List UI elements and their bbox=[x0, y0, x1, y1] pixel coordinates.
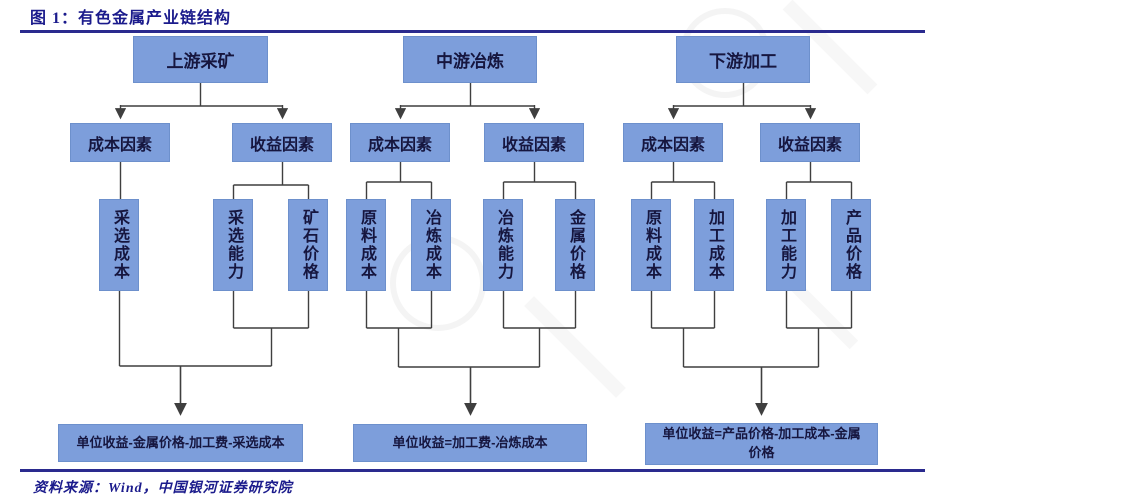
node-cost-factors-upstream: 成本因素 bbox=[70, 123, 170, 162]
node-label: 加工能力 bbox=[778, 209, 795, 281]
item-raw-material-cost-downstream: 原料成本 bbox=[631, 199, 671, 291]
item-smelting-cost: 冶炼成本 bbox=[411, 199, 451, 291]
node-midstream-smelting: 中游冶炼 bbox=[403, 36, 537, 83]
item-smelting-capacity: 冶炼能力 bbox=[483, 199, 523, 291]
node-revenue-factors-downstream: 收益因素 bbox=[760, 123, 860, 162]
top-divider bbox=[20, 30, 925, 33]
item-metal-price: 金属价格 bbox=[555, 199, 595, 291]
item-processing-cost: 加工成本 bbox=[694, 199, 734, 291]
node-label: 下游加工 bbox=[709, 52, 777, 71]
node-label: 收益因素 bbox=[501, 136, 566, 154]
node-cost-factors-downstream: 成本因素 bbox=[623, 123, 723, 162]
node-upstream-mining: 上游采矿 bbox=[133, 36, 268, 83]
formula-midstream-unit-profit: 单位收益=加工费-冶炼成本 bbox=[353, 424, 587, 462]
node-label: 成本因素 bbox=[640, 136, 705, 154]
node-label: 原料成本 bbox=[358, 209, 375, 281]
node-cost-factors-midstream: 成本因素 bbox=[350, 123, 450, 162]
figure-title: 图 1：有色金属产业链结构 bbox=[30, 10, 232, 27]
formula-downstream-unit-profit: 单位收益=产品价格-加工成本-金属价格 bbox=[645, 423, 878, 465]
formula-text: 单位收益-金属价格-加工费-采选成本 bbox=[76, 434, 285, 450]
node-revenue-factors-upstream: 收益因素 bbox=[232, 123, 332, 162]
source-note: 资料来源：Wind，中国银河证券研究院 bbox=[33, 481, 293, 496]
item-processing-capacity: 加工能力 bbox=[766, 199, 806, 291]
item-mining-selection-cost: 采选成本 bbox=[99, 199, 139, 291]
item-mining-selection-capacity: 采选能力 bbox=[213, 199, 253, 291]
item-raw-material-cost-midstream: 原料成本 bbox=[346, 199, 386, 291]
node-label: 收益因素 bbox=[777, 136, 842, 154]
node-label: 产品价格 bbox=[843, 209, 860, 281]
node-label: 收益因素 bbox=[249, 136, 314, 154]
node-label: 成本因素 bbox=[367, 136, 432, 154]
node-label: 矿石价格 bbox=[300, 209, 317, 281]
item-product-price: 产品价格 bbox=[831, 199, 871, 291]
node-label: 加工成本 bbox=[706, 209, 723, 281]
node-label: 上游采矿 bbox=[166, 52, 235, 71]
watermark-stripe bbox=[524, 296, 626, 398]
node-label: 中游冶炼 bbox=[436, 52, 504, 71]
formula-text: 单位收益=加工费-冶炼成本 bbox=[392, 434, 548, 450]
node-label: 冶炼成本 bbox=[423, 209, 440, 281]
node-label: 冶炼能力 bbox=[495, 209, 512, 281]
node-downstream-processing: 下游加工 bbox=[676, 36, 810, 83]
node-revenue-factors-midstream: 收益因素 bbox=[484, 123, 584, 162]
node-label: 原料成本 bbox=[643, 209, 660, 281]
formula-upstream-unit-profit: 单位收益-金属价格-加工费-采选成本 bbox=[58, 424, 303, 462]
bottom-divider bbox=[20, 469, 925, 472]
node-label: 采选成本 bbox=[111, 209, 128, 281]
formula-text: 单位收益=产品价格-加工成本-金属价格 bbox=[662, 426, 861, 460]
node-label: 金属价格 bbox=[567, 209, 584, 281]
node-label: 成本因素 bbox=[87, 136, 152, 154]
node-label: 采选能力 bbox=[225, 209, 242, 281]
item-ore-price: 矿石价格 bbox=[288, 199, 328, 291]
